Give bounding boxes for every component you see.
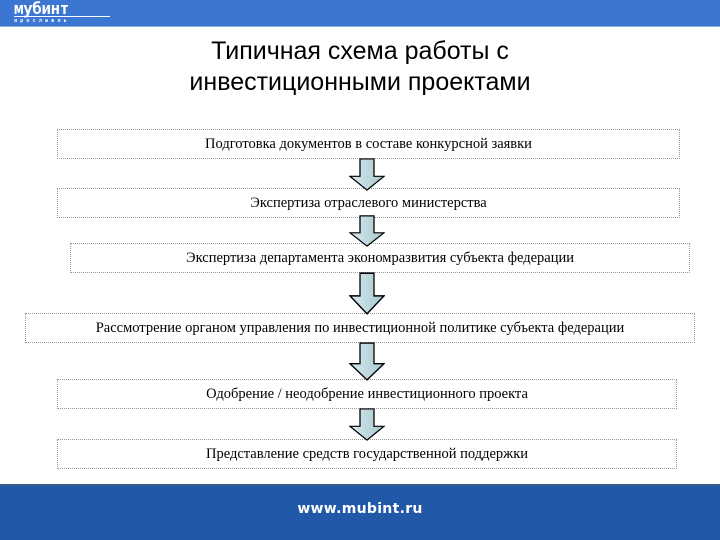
flow-down-arrow-icon: [348, 272, 386, 315]
flow-down-arrow-icon: [348, 158, 386, 191]
footer-bar: [0, 484, 720, 540]
logo-subtitle: ярославль: [14, 18, 70, 24]
flow-step-label: Рассмотрение органом управления по инвес…: [95, 319, 625, 336]
flow-step-box: Представление средств государственной по…: [57, 439, 677, 469]
slide-title: Типичная схема работы с инвестиционными …: [60, 36, 660, 98]
flow-step-box: Подготовка документов в составе конкурсн…: [57, 129, 680, 159]
flow-down-arrow-icon: [348, 342, 386, 381]
flow-step-box: Экспертиза отраслевого министерства: [57, 188, 680, 218]
flow-step-box: Одобрение / неодобрение инвестиционного …: [57, 379, 677, 409]
footer-website-url: www.mubint.ru: [297, 501, 423, 517]
flow-step-label: Экспертиза отраслевого министерства: [250, 194, 487, 211]
mubint-logo: мубинт ярославль: [14, 1, 110, 25]
flow-step-box: Рассмотрение органом управления по инвес…: [25, 313, 695, 343]
flow-step-box: Экспертиза департамента экономразвития с…: [70, 243, 690, 273]
slide-title-line-1: Типичная схема работы с: [211, 37, 509, 65]
flow-step-label: Подготовка документов в составе конкурсн…: [205, 135, 532, 152]
flow-step-label: Экспертиза департамента экономразвития с…: [186, 249, 574, 266]
flow-step-label: Одобрение / неодобрение инвестиционного …: [206, 385, 528, 402]
header-divider: [0, 26, 720, 27]
slide-title-line-2: инвестиционными проектами: [189, 68, 531, 96]
flow-down-arrow-icon: [348, 215, 386, 247]
flow-step-label: Представление средств государственной по…: [205, 445, 528, 462]
header-bar: [0, 0, 720, 26]
footer-divider: [0, 484, 720, 486]
flow-down-arrow-icon: [348, 408, 386, 441]
logo-wordmark: мубинт: [14, 1, 110, 17]
